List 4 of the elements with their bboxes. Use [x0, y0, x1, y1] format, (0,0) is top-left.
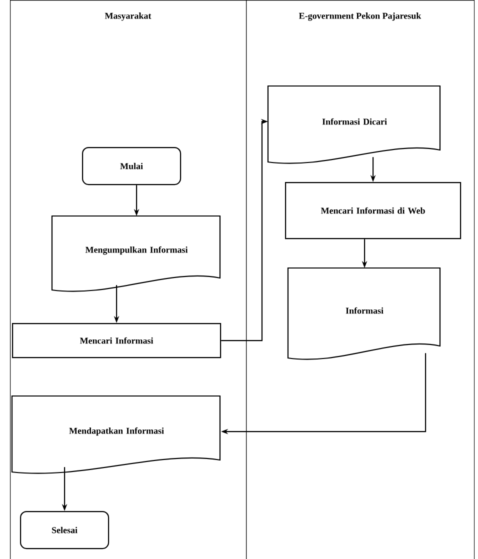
process-box: Mencari Informasi di Web	[285, 182, 462, 240]
process-box: Mencari Informasi	[12, 323, 222, 358]
terminal-box: Mulai	[82, 147, 182, 186]
terminal-box: Selesai	[20, 511, 110, 550]
